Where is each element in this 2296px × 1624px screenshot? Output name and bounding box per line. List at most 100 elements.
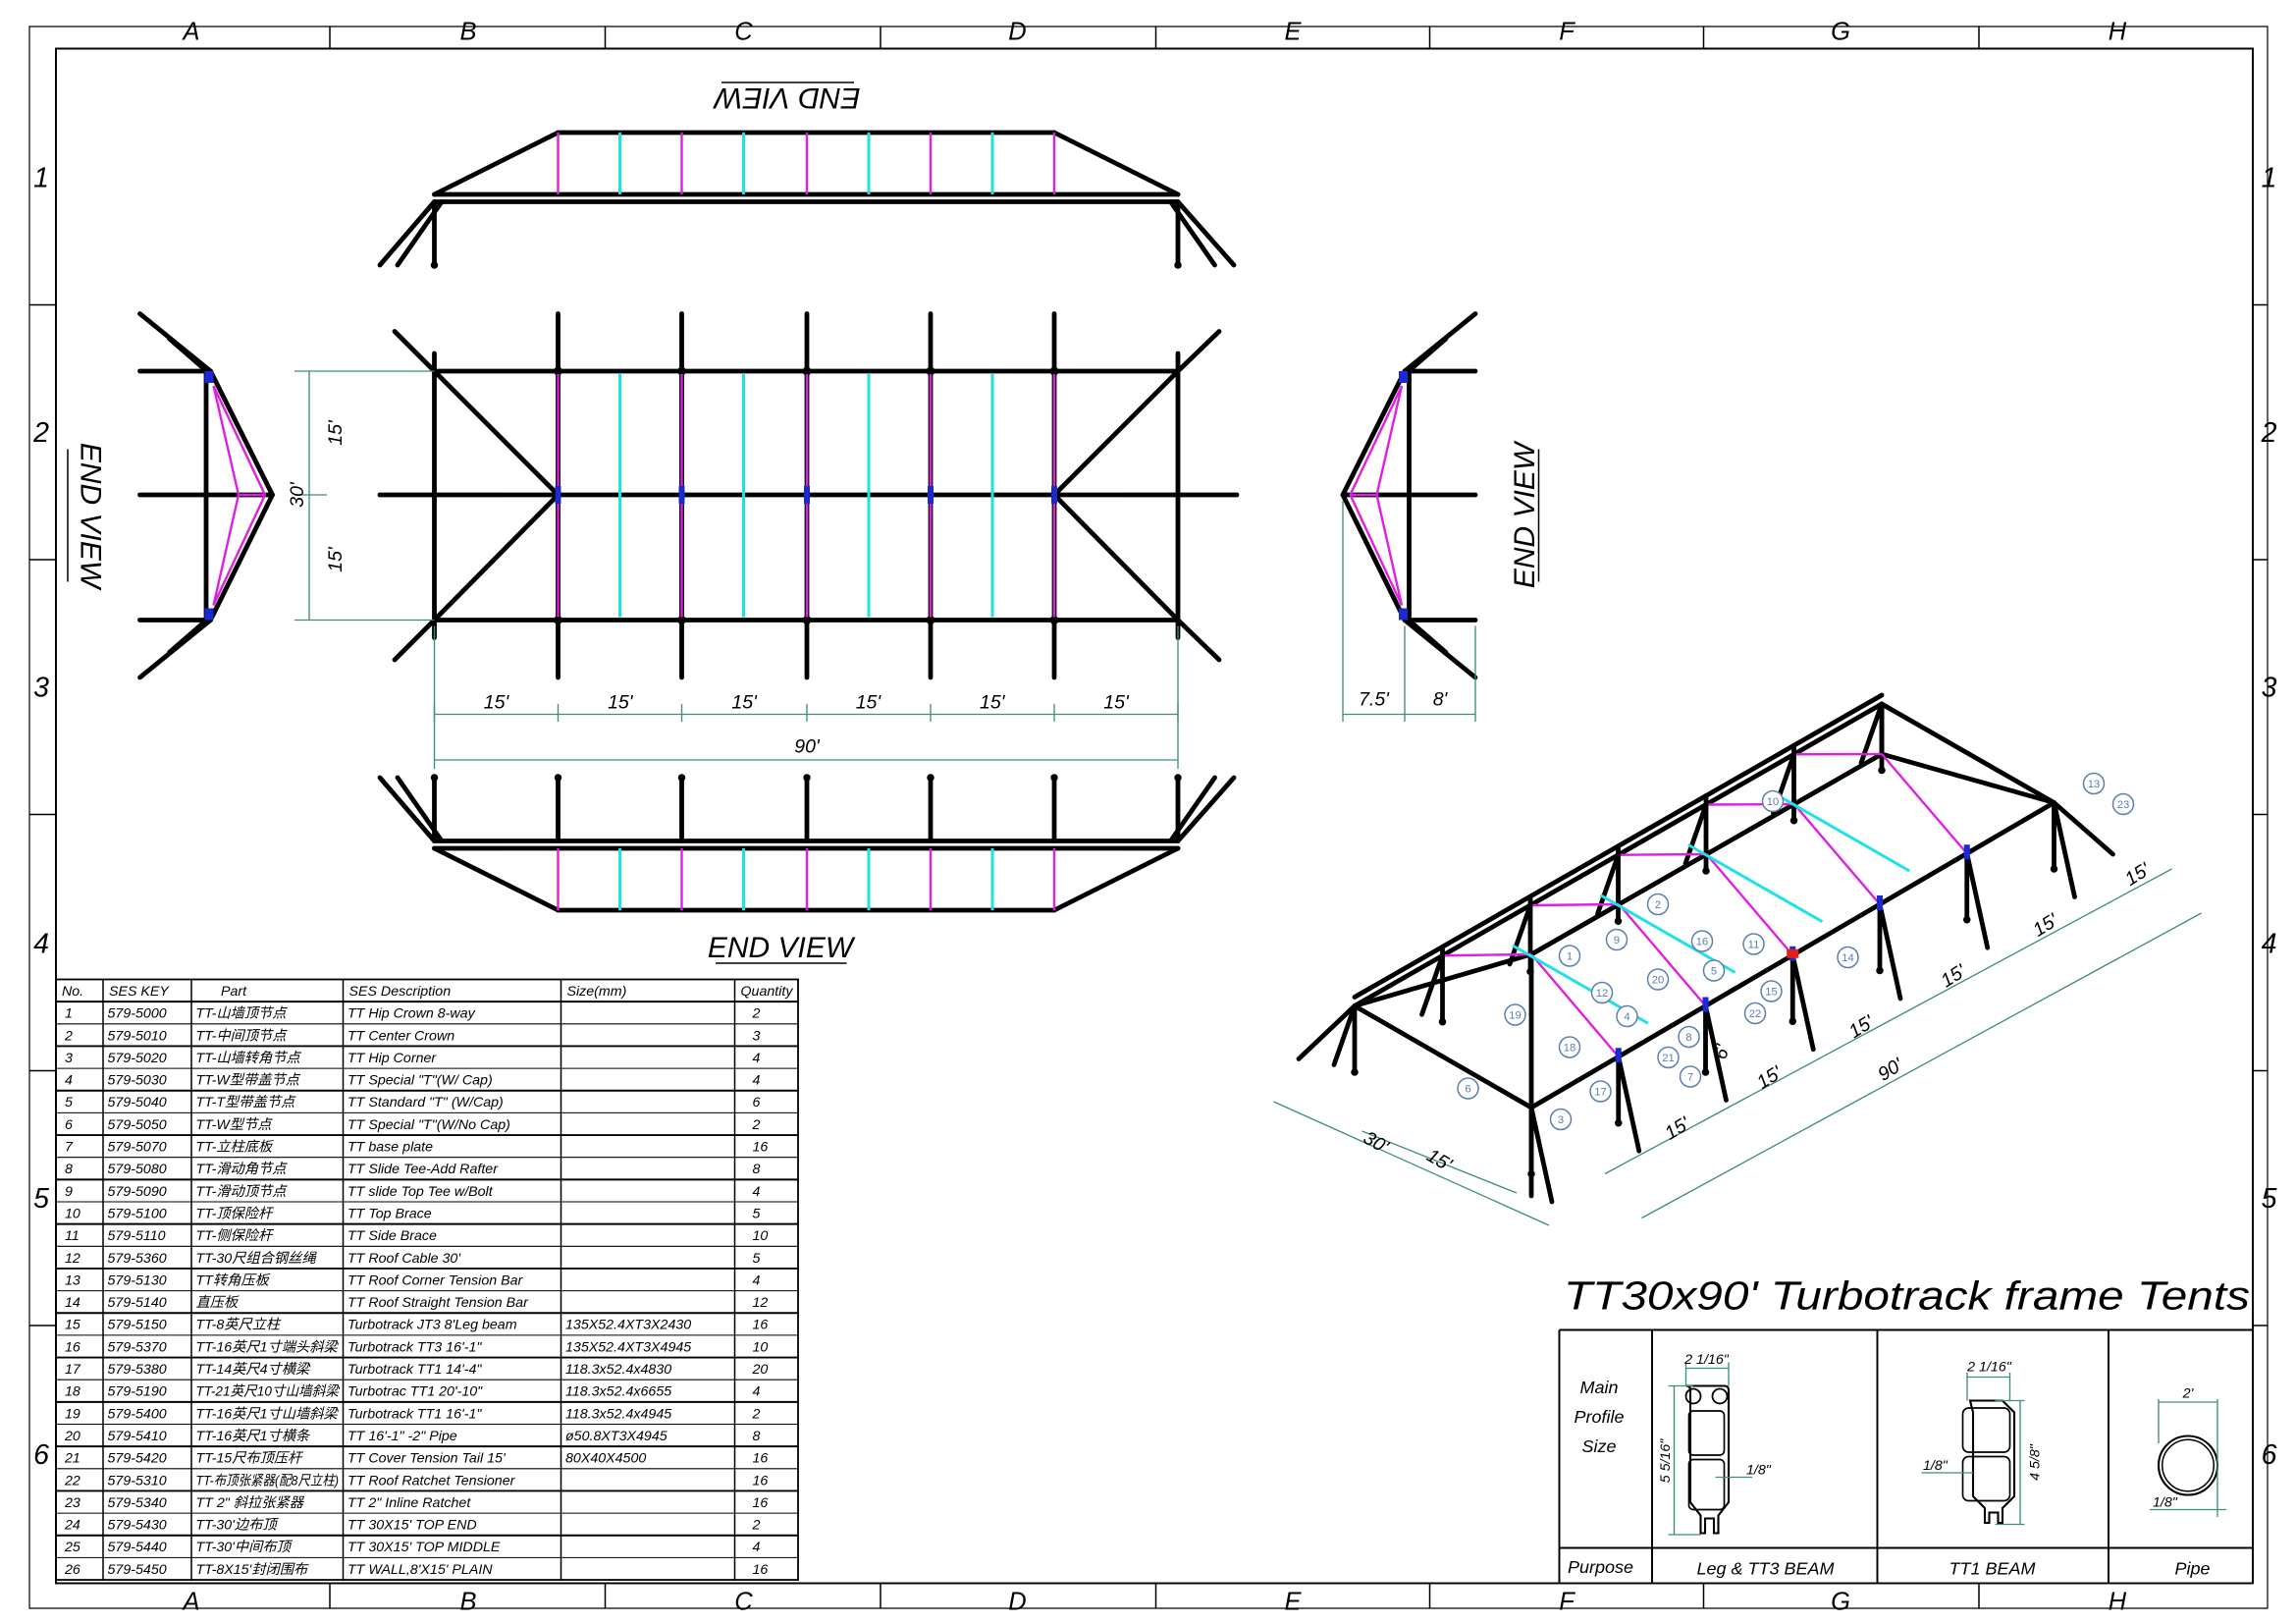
grid-row-label: 6 (2262, 1439, 2277, 1471)
balloon-11 (1742, 933, 1765, 955)
leg-height-dim: 5 5/16" (1658, 1438, 1674, 1484)
purpose-leg-tt3: Leg & TT3 BEAM (1697, 1558, 1835, 1578)
table-cell-desc: TT Standard "T" (W/Cap) (347, 1095, 504, 1110)
end-view-top-label: END VIEW (713, 81, 861, 114)
base-plate (677, 774, 686, 782)
dim-line-15 (1362, 1130, 1518, 1194)
table-cell-qty: 10 (753, 1228, 769, 1244)
balloon-label: 6 (1465, 1084, 1470, 1096)
hip (1879, 751, 2056, 805)
table-cell-no: 13 (65, 1272, 80, 1288)
table-cell-desc: TT 16'-1" -2" Pipe (347, 1429, 457, 1444)
table-cell-desc: TT base plate (347, 1140, 433, 1156)
base-plate (1963, 915, 1971, 924)
table-cell-key: 579-5050 (108, 1117, 167, 1133)
table-cell-key: 579-5380 (108, 1362, 167, 1378)
balloon-7 (1679, 1065, 1702, 1088)
table-cell-qty: 4 (753, 1184, 761, 1200)
purpose-tt1: TT1 BEAM (1949, 1558, 2036, 1578)
base-plate (1174, 261, 1182, 269)
table-cell-no: 16 (65, 1339, 80, 1355)
table-cell-qty: 16 (753, 1318, 769, 1333)
rafter (432, 130, 561, 197)
base-plate (1701, 1068, 1710, 1076)
hip (392, 329, 437, 374)
table-cell-desc: TT Hip Corner (347, 1051, 437, 1066)
brace (1410, 621, 1449, 655)
table-cell-key: 579-5000 (108, 1006, 167, 1022)
brace (1175, 199, 1237, 268)
dim-bay: 15' (731, 691, 758, 713)
table-cell-desc: Turbotrack TT1 16'-1" (347, 1406, 482, 1422)
end-view-top (377, 130, 1237, 269)
profile-label-1: Main (1580, 1378, 1619, 1397)
table-cell-part: TT-W型节点 (196, 1117, 274, 1133)
table-cell-desc: TT slide Top Tee w/Bolt (347, 1184, 494, 1200)
table-cell-key: 579-5030 (108, 1073, 167, 1089)
table-cell-no: 22 (64, 1473, 80, 1489)
purpose-pipe: Pipe (2174, 1558, 2210, 1578)
table-header-qty: Quantity (741, 984, 794, 1000)
table-cell-desc: TT Center Crown (347, 1028, 454, 1044)
crown-connector (804, 485, 811, 504)
dim-30: 30' (287, 481, 308, 508)
rafter (1340, 492, 1408, 623)
table-cell-qty: 10 (753, 1339, 769, 1355)
table-cell-key: 579-5090 (108, 1184, 167, 1200)
connector (1399, 370, 1409, 383)
table-cell-key: 579-5040 (108, 1095, 167, 1110)
table-cell-size: 135X52.4XT3X4945 (565, 1339, 691, 1355)
table-cell-key: 579-5110 (108, 1228, 166, 1244)
end-view-left (137, 311, 275, 680)
isometric-view: 15'15'15'15'15'15'90'30'15'6'12345678910… (1273, 692, 2202, 1226)
balloon-label: 14 (1842, 952, 1854, 964)
purlin (1775, 792, 1910, 873)
balloon-6 (1457, 1077, 1479, 1100)
drawing-title: TT30x90' Turbotrack frame Tents (1564, 1272, 2250, 1318)
table-cell-part: TT-16英尺1寸横条 (196, 1429, 312, 1444)
table-cell-desc: Turbotrack TT3 16'-1" (347, 1339, 482, 1355)
grid-column-label: F (1559, 1588, 1575, 1615)
brace (1168, 775, 1217, 843)
table-cell-no: 7 (65, 1140, 74, 1156)
table-cell-key: 579-5400 (108, 1406, 167, 1422)
dim-bay: 15' (608, 691, 634, 713)
rafter (1529, 902, 1620, 907)
balloon-4 (1616, 1004, 1638, 1028)
table-cell-no: 3 (65, 1051, 73, 1066)
rafter (432, 845, 561, 913)
table-cell-desc: TT Special "T"(W/ Cap) (347, 1073, 493, 1089)
table-cell-no: 25 (64, 1540, 80, 1555)
tt1-wall-dim: 1/8" (1923, 1458, 1949, 1474)
crown-connector (678, 485, 685, 504)
hip (1175, 618, 1222, 663)
title-block: TT30x90' Turbotrack frame Tents Main Pro… (1558, 1272, 2253, 1584)
balloon-13 (2082, 772, 2106, 795)
balloon-label: 19 (1509, 1010, 1522, 1022)
tension-bar-marker (1787, 948, 1799, 958)
table-cell-key: 579-5430 (108, 1518, 167, 1534)
table-header-size: Size(mm) (567, 984, 627, 1000)
brace (167, 621, 206, 655)
table-cell-part: TT-21英尺10寸山墙斜梁 (196, 1384, 341, 1400)
brace (1175, 775, 1237, 843)
table-cell-no: 8 (65, 1162, 73, 1177)
table-cell-part: TT-16英尺1寸端头斜梁 (196, 1339, 340, 1355)
rafter (1349, 494, 1404, 607)
table-cell-qty: 16 (753, 1495, 769, 1511)
table-cell-part: TT-8英尺立柱 (196, 1317, 282, 1333)
table-cell-key: 579-5100 (108, 1206, 167, 1221)
rafter (212, 494, 240, 606)
base-plate (803, 774, 811, 782)
table-cell-no: 10 (65, 1206, 80, 1221)
table-cell-qty: 16 (753, 1140, 769, 1156)
plan-view (377, 311, 1240, 680)
table-cell-qty: 2 (752, 1518, 761, 1534)
balloon-5 (1702, 959, 1726, 982)
table-cell-part: TT-W型带盖节点 (196, 1073, 301, 1089)
